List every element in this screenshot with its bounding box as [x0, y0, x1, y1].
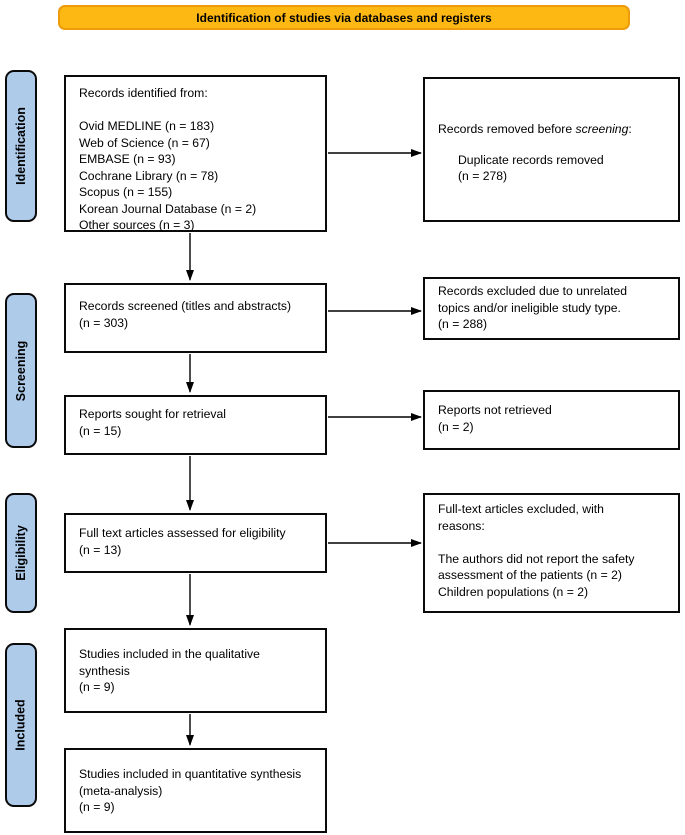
box-records-excluded: Records excluded due to unrelated topics… [423, 277, 680, 340]
box-qualitative-included: Studies included in the qualitative synt… [64, 628, 327, 713]
records-removed-title: Records removed before screening: [438, 121, 676, 138]
box-fulltext-assessed: Full text articles assessed for eligibil… [64, 513, 327, 573]
fulltext-excluded-reasons: The authors did not report the safety as… [438, 551, 635, 599]
box-records-removed: Records removed before screening: Duplic… [423, 77, 680, 222]
qualitative-included-text: Studies included in the qualitative synt… [79, 647, 260, 694]
phase-identification: Identification [5, 70, 37, 222]
box-quantitative-included: Studies included in quantitative synthes… [64, 748, 327, 833]
records-removed-title-prefix: Records removed before [438, 122, 576, 136]
phase-eligibility-label: Eligibility [14, 525, 28, 581]
records-excluded-text: Records excluded due to unrelated topics… [438, 284, 628, 331]
records-identified-title: Records identified from: [79, 86, 208, 100]
records-removed-title-suffix: : [628, 122, 632, 136]
box-fulltext-excluded: Full-text articles excluded, with reason… [423, 493, 680, 613]
quantitative-included-text: Studies included in quantitative synthes… [79, 767, 302, 814]
records-screened-text: Records screened (titles and abstracts) … [79, 299, 292, 330]
records-identified-sources: Ovid MEDLINE (n = 183) Web of Science (n… [79, 119, 257, 232]
reports-sought-text: Reports sought for retrieval (n = 15) [79, 407, 226, 438]
box-reports-not-retrieved: Reports not retrieved (n = 2) [423, 390, 680, 450]
records-removed-details: Duplicate records removed (n = 278) [458, 152, 604, 184]
box-records-screened: Records screened (titles and abstracts) … [64, 283, 327, 353]
reports-not-retrieved-text: Reports not retrieved (n = 2) [438, 403, 552, 434]
phase-included: Included [5, 643, 37, 807]
phase-included-label: Included [14, 699, 28, 751]
phase-screening-label: Screening [14, 340, 28, 401]
phase-screening: Screening [5, 293, 37, 448]
banner-label: Identification of studies via databases … [196, 10, 492, 25]
records-removed-title-italic: screening [575, 122, 629, 136]
phase-eligibility: Eligibility [5, 493, 37, 613]
fulltext-excluded-title: Full-text articles excluded, with reason… [438, 502, 604, 533]
fulltext-assessed-text: Full text articles assessed for eligibil… [79, 526, 286, 557]
box-reports-sought: Reports sought for retrieval (n = 15) [64, 395, 327, 455]
box-records-identified: Records identified from: Ovid MEDLINE (n… [64, 75, 327, 232]
banner-identification-of-studies: Identification of studies via databases … [58, 5, 630, 30]
phase-identification-label: Identification [14, 107, 28, 185]
